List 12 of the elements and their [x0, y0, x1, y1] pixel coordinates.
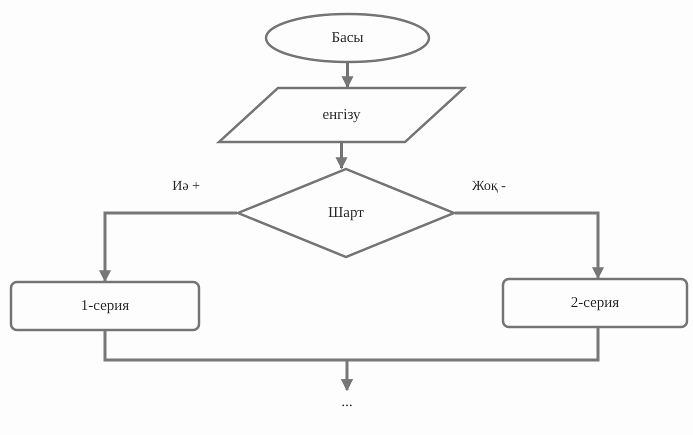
terminal-ellipse: Басы: [265, 13, 430, 63]
arrow: [342, 63, 354, 88]
arrow: [455, 212, 604, 280]
process-box: 1-серия: [10, 281, 200, 331]
arrow: [341, 328, 600, 392]
continuation-text: ...: [327, 390, 367, 414]
edge-label: Жоқ -: [470, 179, 508, 195]
decision-diamond: Шарт: [237, 168, 455, 258]
arrow: [336, 143, 348, 170]
process-box: 2-серия: [502, 278, 688, 328]
input-parallelogram: енгізу: [218, 87, 465, 143]
arrow: [99, 212, 237, 282]
